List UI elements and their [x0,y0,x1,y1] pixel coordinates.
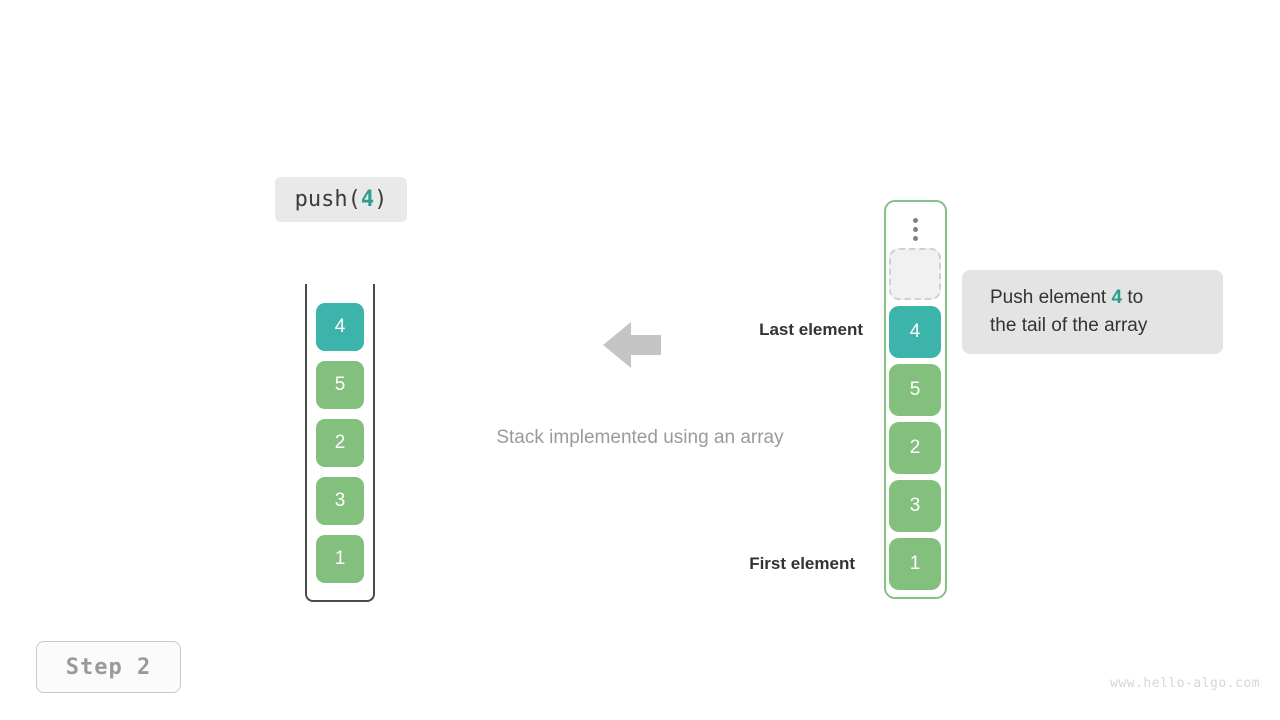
last-element-label: Last element [759,320,863,339]
array-slot: 2 [889,422,941,474]
stack-cell: 1 [316,535,364,583]
stack-cell: 5 [316,361,364,409]
stack-container: 4 5 2 3 1 [305,284,375,602]
vertical-ellipsis-icon [886,212,945,246]
stack-wall-right [373,284,375,590]
arrow-left-icon [603,320,661,370]
array-slot: 4 [889,306,941,358]
array-slot: 5 [889,364,941,416]
tooltip-highlight-value: 4 [1111,287,1123,308]
stack-cell: 4 [316,303,364,351]
array-slot: 3 [889,480,941,532]
diagram-caption: Stack implemented using an array [496,427,784,448]
array-slot: 1 [889,538,941,590]
code-suffix: ) [374,187,388,212]
array-container: 4 5 2 3 1 [884,200,947,599]
stack-item-list: 4 5 2 3 1 [316,303,364,593]
tooltip-text-pre: Push element [990,287,1112,308]
array-slot-empty [889,248,941,300]
stack-wall-left [305,284,307,590]
tooltip-text-post: to [1122,287,1144,308]
watermark: www.hello-algo.com [1110,676,1260,691]
description-tooltip: Push element 4 to the tail of the array [962,270,1223,354]
stack-floor [305,586,375,602]
operation-code-label: push(4) [275,177,407,222]
step-badge: Step 2 [36,641,181,693]
code-prefix: push( [294,187,361,212]
tooltip-text-line2: the tail of the array [990,315,1148,336]
stack-cell: 3 [316,477,364,525]
code-argument: 4 [360,187,375,212]
stack-cell: 2 [316,419,364,467]
first-element-label: First element [749,554,855,573]
array-slot-list: 4 5 2 3 1 [889,248,941,596]
